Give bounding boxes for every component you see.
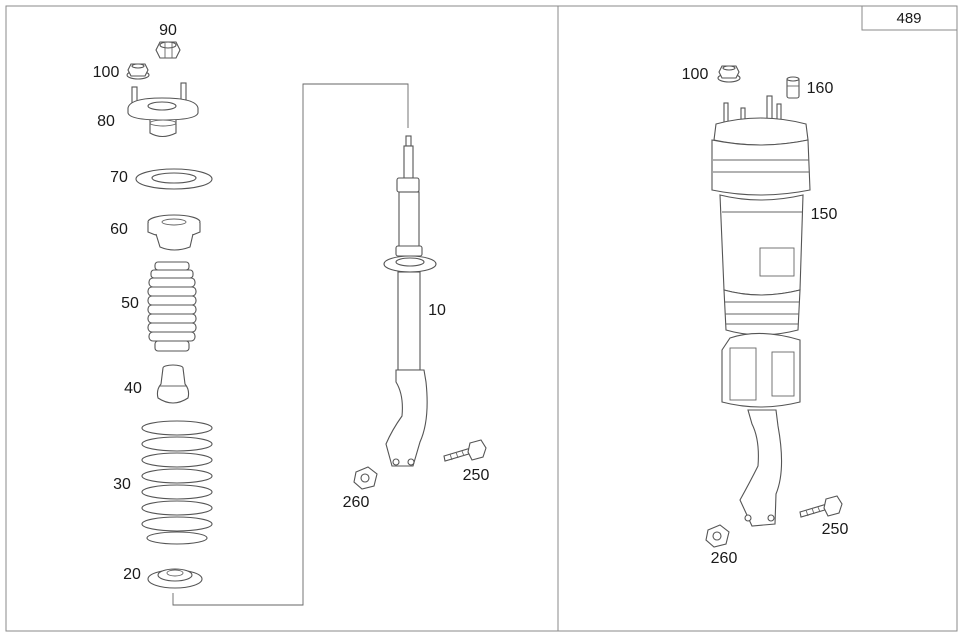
label-100-right: 100 [682,66,709,83]
label-40: 40 [124,380,142,397]
label-80: 80 [97,113,115,130]
label-70: 70 [110,169,128,186]
part-160-valve[interactable] [786,76,800,99]
part-70-washer[interactable] [135,168,213,190]
part-40-bump-stop[interactable] [156,364,190,404]
part-250-bolt-mid[interactable] [443,439,487,462]
assembly-connector-line [172,83,409,606]
part-260-nut-mid[interactable] [353,466,378,490]
label-250-mid: 250 [463,467,490,484]
part-90-nut[interactable] [155,41,181,59]
outer-frame [5,5,958,632]
label-160: 160 [807,80,834,97]
label-150: 150 [811,206,838,223]
label-20: 20 [123,566,141,583]
part-100-nut-left[interactable] [126,63,150,80]
label-260-right: 260 [711,550,738,567]
label-260-mid: 260 [343,494,370,511]
part-150-air-strut[interactable] [711,95,811,527]
part-60-spring-seat[interactable] [147,214,201,251]
part-100-nut-right[interactable] [717,65,741,83]
label-90: 90 [159,22,177,39]
part-30-coil-spring[interactable] [141,420,213,545]
part-20-lower-seat[interactable] [147,568,203,589]
label-50: 50 [121,295,139,312]
part-50-dust-boot[interactable] [147,261,197,352]
part-250-bolt-right[interactable] [799,495,843,518]
part-260-nut-right[interactable] [705,524,730,548]
label-30: 30 [113,476,131,493]
sheet-number: 489 [896,10,921,27]
label-100-left: 100 [93,64,120,81]
label-10: 10 [428,302,446,319]
part-80-top-mount[interactable] [127,82,199,138]
sheet-number-box [861,5,958,31]
part-10-shock-absorber[interactable] [383,135,437,467]
label-60: 60 [110,221,128,238]
label-250-right: 250 [822,521,849,538]
